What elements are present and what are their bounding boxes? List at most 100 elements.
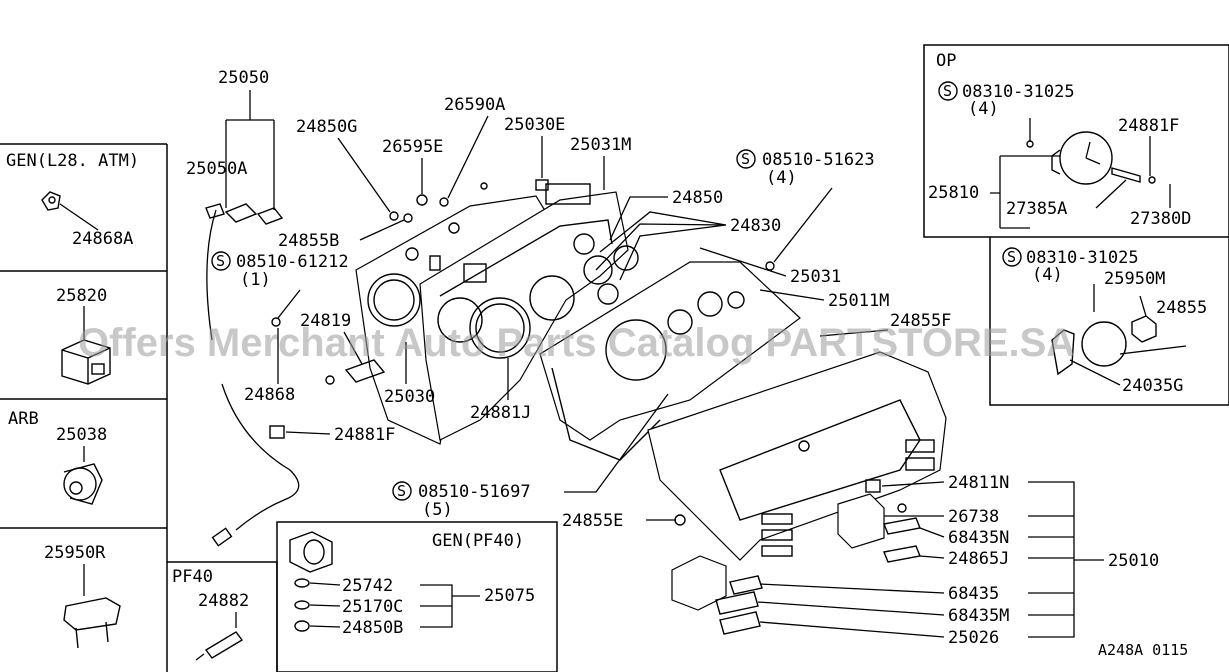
part-label: 24855: [1156, 298, 1207, 318]
motor-housing: [63, 463, 103, 505]
leader-line: [1069, 359, 1121, 386]
switch-25026: [671, 555, 727, 611]
leader: [881, 481, 945, 487]
label-25030: 25030: [384, 387, 435, 407]
gauge-hole: [367, 273, 421, 327]
label-24811N: 24811N: [948, 473, 1009, 493]
label-24855E: 24855E: [562, 511, 623, 531]
screw-symbol-icon: [392, 481, 412, 501]
motor-shaft: [69, 481, 83, 495]
label-qty: (5): [422, 500, 453, 520]
leader: [359, 219, 405, 241]
clock-bracket: [1051, 329, 1075, 376]
speedo-cable: [205, 203, 386, 547]
label-24819: 24819: [300, 311, 351, 331]
part-label: 24881F: [1118, 116, 1179, 136]
leader-25050: [225, 90, 275, 210]
label-24881J: 24881J: [470, 403, 531, 423]
small-gauge-icon: [597, 283, 619, 305]
part-label: 25950M: [1104, 269, 1165, 289]
leader: [919, 527, 945, 538]
tab: [429, 255, 441, 271]
leader: [819, 329, 889, 337]
bezel-slot: [761, 545, 793, 557]
speedometer-inner: [475, 303, 525, 353]
label-24865J: 24865J: [948, 549, 1009, 569]
cable-end: [211, 527, 233, 547]
screw-symbol-icon: [211, 251, 231, 271]
clock-knob: [1111, 167, 1141, 183]
screw-symbol-letter: S: [216, 252, 225, 270]
group-bracket-25010: [1028, 481, 1104, 638]
leader: [337, 137, 391, 213]
lens-24865J: [883, 545, 921, 563]
label-24868: 24868: [244, 385, 295, 405]
part-label: 27385A: [1006, 199, 1067, 219]
leader: [343, 331, 363, 365]
box-pf40: PF40 24882: [167, 561, 278, 672]
screw-symbol-icon: [938, 81, 958, 101]
leader: [564, 393, 669, 493]
label-68435N: 68435N: [948, 528, 1009, 548]
lens-68435N: [883, 517, 921, 535]
washer-icon-1: [294, 578, 310, 588]
box-frame: [276, 521, 558, 672]
small-gauge-icon: [573, 233, 595, 255]
bezel-slot: [761, 529, 793, 541]
bulb-icon: [294, 620, 310, 632]
label-qty: (1): [240, 270, 271, 290]
bezel-screw: [798, 440, 810, 452]
label-24850G: 24850G: [296, 117, 357, 137]
cable-lower: [221, 383, 300, 531]
housing-gauge: [437, 297, 483, 343]
label-25031: 25031: [790, 267, 841, 287]
screw-symbol-icon: [1002, 247, 1022, 267]
cable-adapter: [224, 203, 258, 223]
lens-68435M: [715, 591, 759, 615]
part-label: 25038: [56, 425, 107, 445]
panel-title: ARB: [8, 409, 39, 429]
bezel-outline: [647, 351, 947, 561]
housing-connector: [545, 183, 591, 205]
face-hole: [605, 319, 667, 381]
hardware-24850G: [389, 211, 399, 221]
box-frame: [923, 44, 1229, 238]
washer-icon-2: [294, 600, 310, 610]
switch-parts: [671, 479, 921, 635]
box-title: PF40: [172, 567, 213, 587]
part-label: 25742: [342, 576, 393, 596]
label-68435M: 68435M: [948, 606, 1009, 626]
panel-25950r: 25950R: [44, 543, 121, 649]
leader: [757, 601, 945, 616]
screw: [897, 503, 907, 513]
hardware-25030E: [535, 179, 549, 191]
box-title: GEN(PF40): [432, 531, 524, 551]
socket-bore: [303, 539, 325, 565]
hardware-26595E: [416, 194, 428, 206]
leader: [699, 247, 787, 277]
label-24850: 24850: [672, 188, 723, 208]
face-plate-outline: [539, 261, 801, 441]
leader-line: [1139, 295, 1147, 317]
label-25026: 25026: [948, 628, 999, 648]
small-hardware: [389, 179, 907, 526]
leader: [919, 555, 945, 559]
label-25050: 25050: [218, 68, 269, 88]
label-26590A: 26590A: [444, 95, 505, 115]
housing-outline: [419, 191, 629, 441]
sensor-window: [91, 363, 105, 375]
leader: [277, 289, 301, 319]
box-clock: S 08310-31025 (4) 25950M 24855 24035G: [989, 237, 1229, 406]
panel-25820: 25820: [56, 286, 111, 385]
label-24855B: 24855B: [278, 231, 339, 251]
hardware: [480, 182, 488, 190]
sensor-part: [61, 339, 111, 385]
lens-25026: [719, 611, 761, 635]
clock-icon: [1081, 321, 1127, 367]
leader: [285, 431, 331, 435]
label-24855F: 24855F: [890, 311, 951, 331]
label-08510-51697: 08510-51697: [418, 482, 531, 502]
part-label: 24850B: [342, 618, 403, 638]
leader: [595, 211, 727, 281]
